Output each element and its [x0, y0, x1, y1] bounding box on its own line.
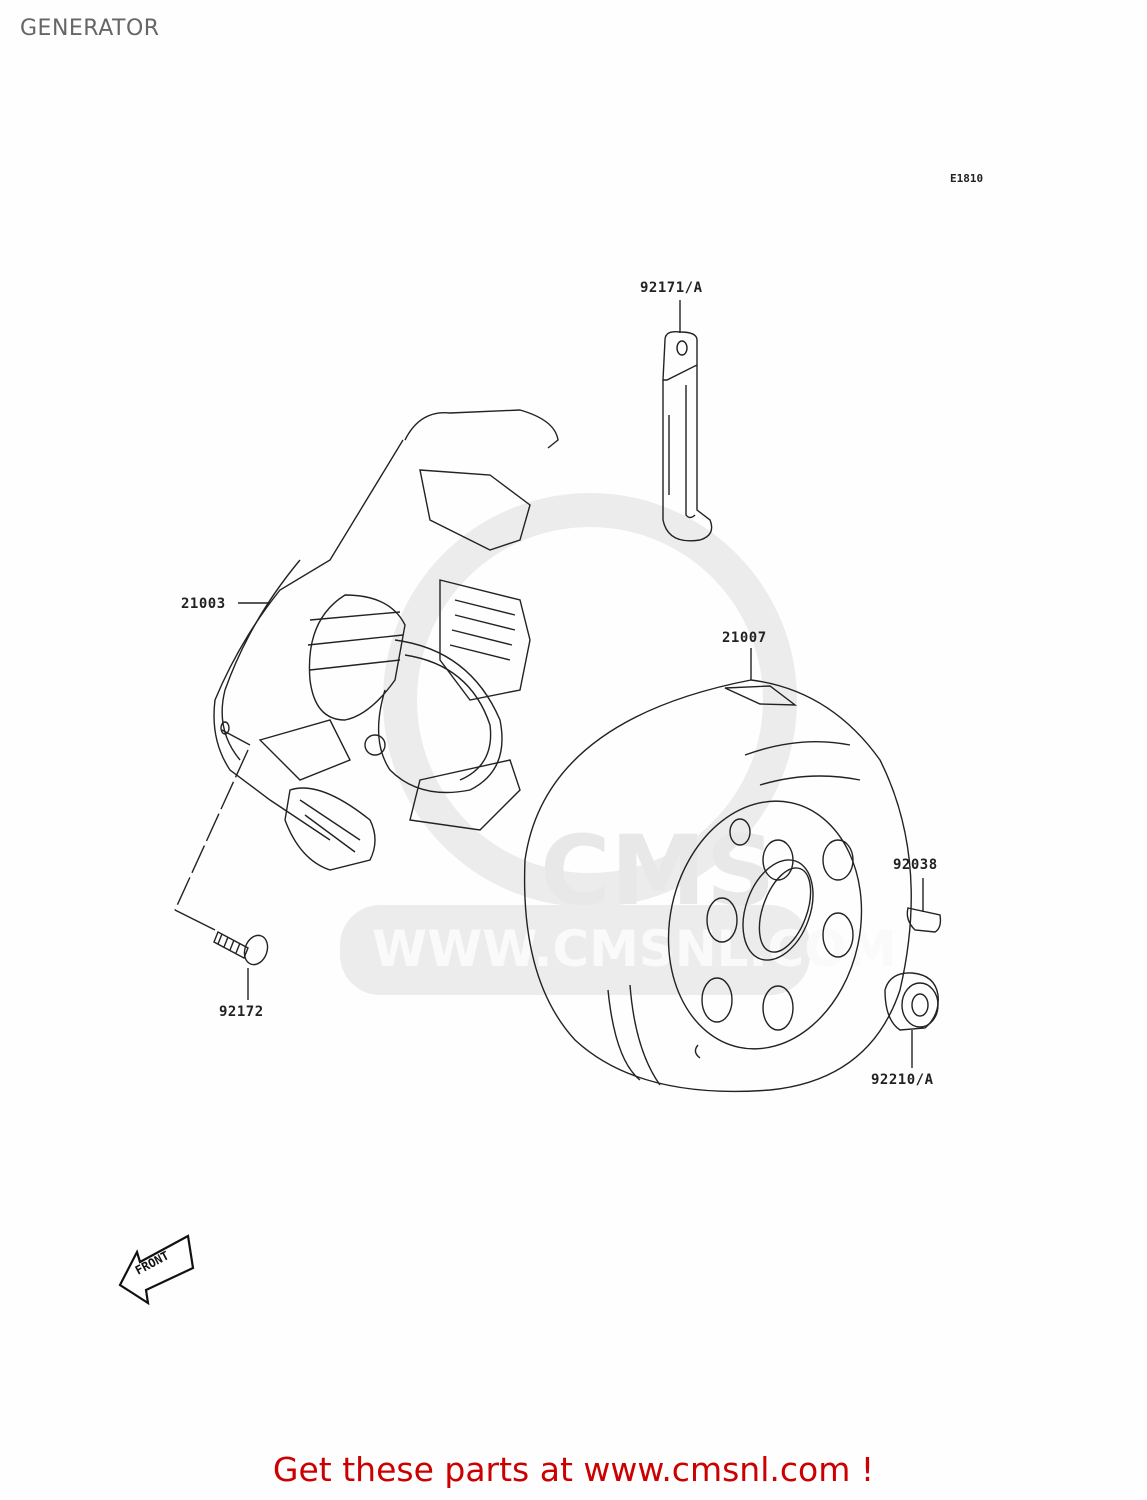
- clamp-part-92171a: [662, 300, 713, 542]
- rotor-part-21007: [523, 648, 912, 1093]
- callout-21007[interactable]: 21007: [722, 630, 767, 646]
- callout-92172[interactable]: 92172: [219, 1004, 264, 1020]
- key-part-92038: [906, 878, 942, 933]
- callout-92171a[interactable]: 92171/A: [640, 280, 703, 296]
- nut-part-92210a: [884, 972, 939, 1068]
- callout-92210a[interactable]: 92210/A: [871, 1072, 934, 1088]
- footer-link[interactable]: Get these parts at www.cmsnl.com !: [272, 1450, 875, 1489]
- front-arrow-icon: [118, 1234, 195, 1306]
- diagram-code: E1810: [950, 172, 984, 185]
- callout-21003[interactable]: 21003: [181, 596, 226, 612]
- stator-part-21003: [213, 409, 559, 871]
- watermark-url: WWW.CMSNL.COM: [372, 920, 897, 978]
- callout-92038[interactable]: 92038: [893, 857, 938, 873]
- screw-leader-line: [174, 721, 251, 931]
- screw-part-92172: [213, 931, 269, 1000]
- page-title: GENERATOR: [20, 16, 160, 41]
- watermark-logo: CMS: [540, 815, 776, 927]
